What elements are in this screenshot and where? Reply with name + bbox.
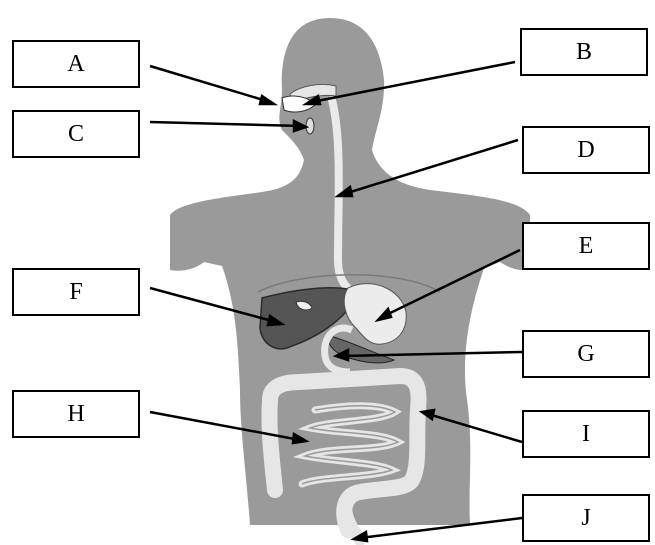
- label-box-a: A: [12, 40, 140, 88]
- label-box-d: D: [522, 126, 650, 174]
- label-e: E: [579, 233, 594, 260]
- pointer-c: [150, 122, 302, 126]
- label-d: D: [577, 137, 594, 164]
- label-c: C: [68, 121, 84, 148]
- pointer-a: [150, 66, 270, 102]
- label-i: I: [582, 421, 590, 448]
- label-a: A: [67, 51, 84, 78]
- label-h: H: [67, 401, 84, 428]
- salivary-gland: [306, 118, 314, 134]
- label-box-c: C: [12, 110, 140, 158]
- arrowhead-a: [260, 96, 274, 104]
- label-box-f: F: [12, 268, 140, 316]
- label-j: J: [581, 505, 590, 532]
- label-b: B: [576, 39, 592, 66]
- label-g: G: [577, 341, 594, 368]
- label-box-e: E: [522, 222, 650, 270]
- label-box-h: H: [12, 390, 140, 438]
- label-f: F: [69, 279, 82, 306]
- label-box-i: I: [522, 410, 650, 458]
- label-box-j: J: [522, 494, 650, 542]
- label-box-b: B: [520, 28, 648, 76]
- label-box-g: G: [522, 330, 650, 378]
